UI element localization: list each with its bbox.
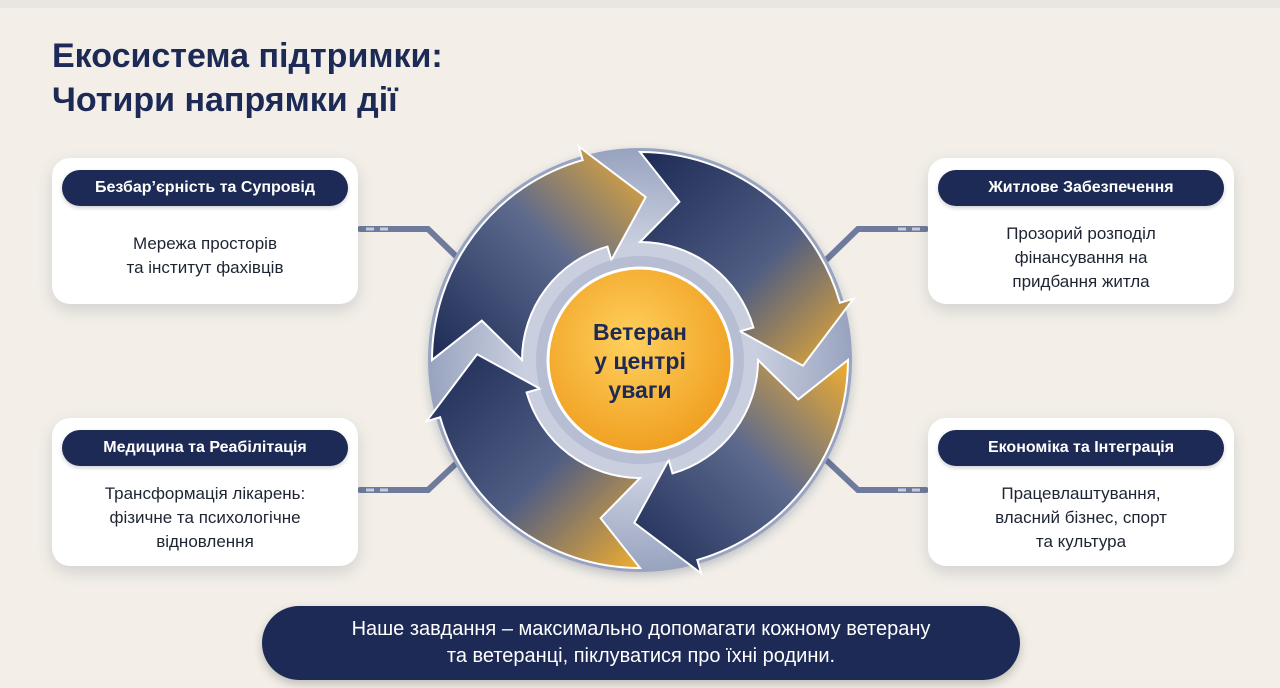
connector-top-left <box>357 226 465 265</box>
connector-top-right <box>821 226 929 265</box>
arrow-bottom-left <box>423 353 643 570</box>
card-accessibility-heading: Безбар’єрність та Супровід <box>62 170 348 206</box>
connector-bottom-left <box>357 455 465 493</box>
card-accessibility-text: Мережа просторів та інститут фахівців <box>66 232 344 280</box>
arrow-top-left <box>430 143 647 363</box>
card-economy-line-1: Працевлаштування, <box>1001 484 1161 503</box>
card-housing: Житлове Забезпечення Прозорий розподіл ф… <box>928 158 1234 304</box>
mission-line-2: та ветеранці, піклуватися про їхні родин… <box>446 645 836 667</box>
top-strip <box>0 0 1280 8</box>
card-economy-line-3: та культура <box>1035 532 1127 551</box>
card-housing-line-1: Прозорий розподіл <box>1006 224 1156 243</box>
mission-line-1: Наше завдання – максимально допомагати к… <box>351 618 931 640</box>
card-housing-line-3: придбання житла <box>1012 272 1150 291</box>
card-accessibility-line-2: та інститут фахівців <box>126 258 284 277</box>
title-line-2: Чотири напрямки дії <box>52 81 398 119</box>
card-medicine-line-1: Трансформація лікарень: <box>104 484 306 503</box>
card-economy-heading: Економіка та Інтеграція <box>938 430 1224 466</box>
card-economy: Економіка та Інтеграція Працевлаштування… <box>928 418 1234 566</box>
card-accessibility: Безбар’єрність та Супровід Мережа просто… <box>52 158 358 304</box>
card-medicine-line-2: фізичне та психологічне <box>109 508 301 527</box>
arrow-bottom-right <box>633 357 850 577</box>
cycle-arrows <box>423 143 857 577</box>
center-line-2: у центрі <box>594 348 686 374</box>
card-accessibility-line-1: Мережа просторів <box>132 234 277 253</box>
card-medicine-line-3: відновлення <box>156 532 254 551</box>
card-housing-heading: Житлове Забезпечення <box>938 170 1224 206</box>
page-title: Екосистема підтримки: Чотири напрямки ді… <box>52 34 443 122</box>
card-medicine: Медицина та Реабілітація Трансформація л… <box>52 418 358 566</box>
card-medicine-text: Трансформація лікарень: фізичне та психо… <box>66 482 344 554</box>
card-housing-text: Прозорий розподіл фінансування на придба… <box>942 222 1220 294</box>
center-label: Ветеран у центрі уваги <box>560 318 720 405</box>
card-housing-line-2: фінансування на <box>1014 248 1148 267</box>
connector-bottom-right <box>821 455 929 493</box>
card-economy-text: Працевлаштування, власний бізнес, спорт … <box>942 482 1220 554</box>
arrow-top-right <box>637 150 857 367</box>
center-line-3: уваги <box>608 377 672 403</box>
title-line-1: Екосистема підтримки: <box>52 37 443 75</box>
card-economy-line-2: власний бізнес, спорт <box>995 508 1167 527</box>
center-core <box>546 266 734 454</box>
center-line-1: Ветеран <box>593 319 687 345</box>
card-medicine-heading: Медицина та Реабілітація <box>62 430 348 466</box>
mission-banner: Наше завдання – максимально допомагати к… <box>262 606 1020 680</box>
